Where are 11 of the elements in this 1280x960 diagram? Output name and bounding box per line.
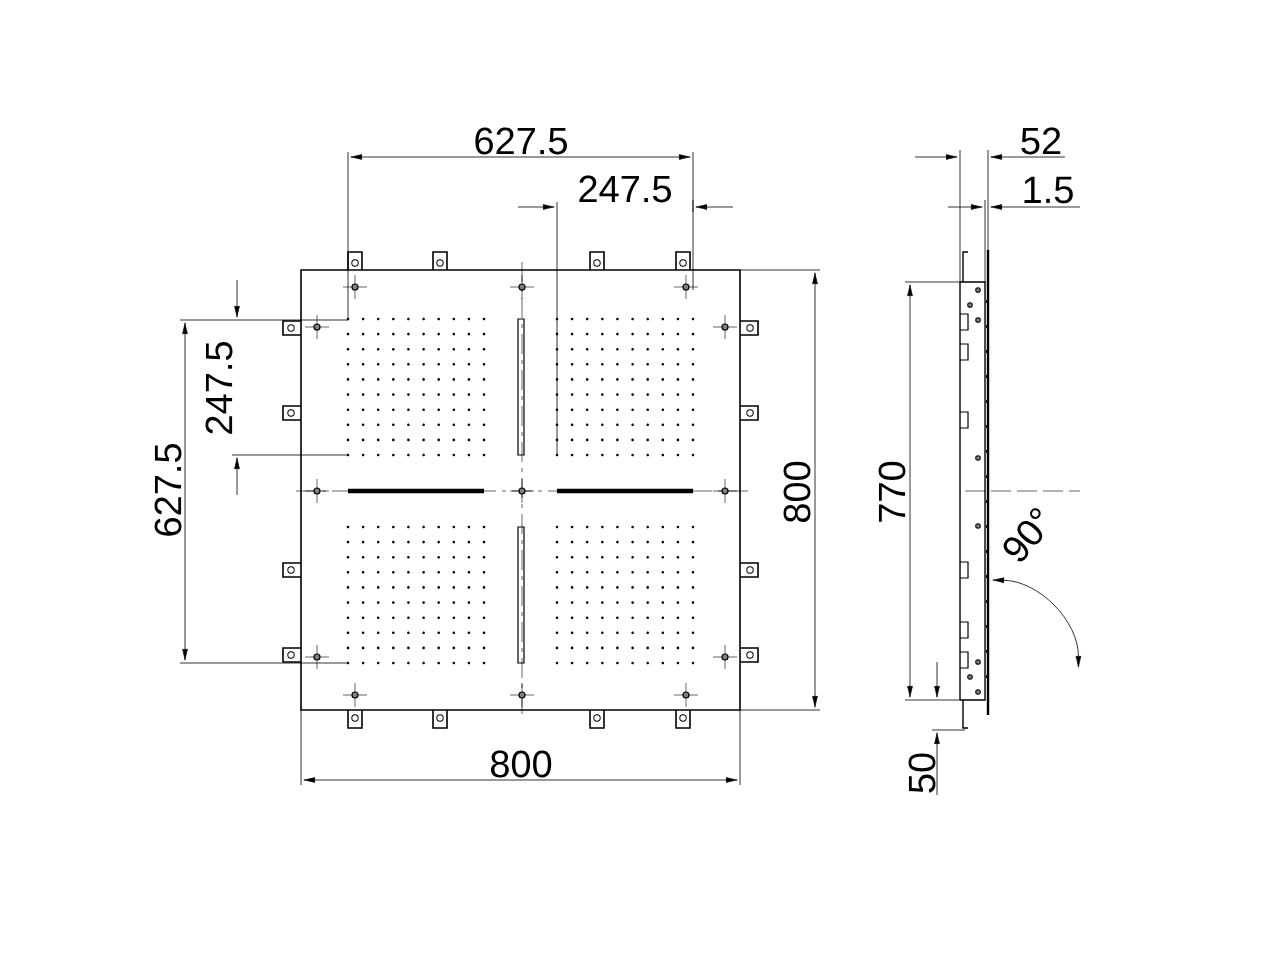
dimension-label: 247.5 <box>579 175 671 203</box>
dimension-label: 1.5 <box>1024 176 1073 204</box>
dimension-label: 800 <box>783 461 811 523</box>
dimension-label: 52 <box>1021 127 1061 155</box>
dimension-label: 90° <box>1003 508 1043 562</box>
dimension-label: 800 <box>490 750 552 778</box>
dimension-label: 627.5 <box>475 127 567 155</box>
dimension-label: 627.5 <box>154 444 182 536</box>
dimension-label: 50 <box>908 753 936 793</box>
dimension-label: 247.5 <box>205 342 233 434</box>
dimension-label: 770 <box>878 461 906 522</box>
